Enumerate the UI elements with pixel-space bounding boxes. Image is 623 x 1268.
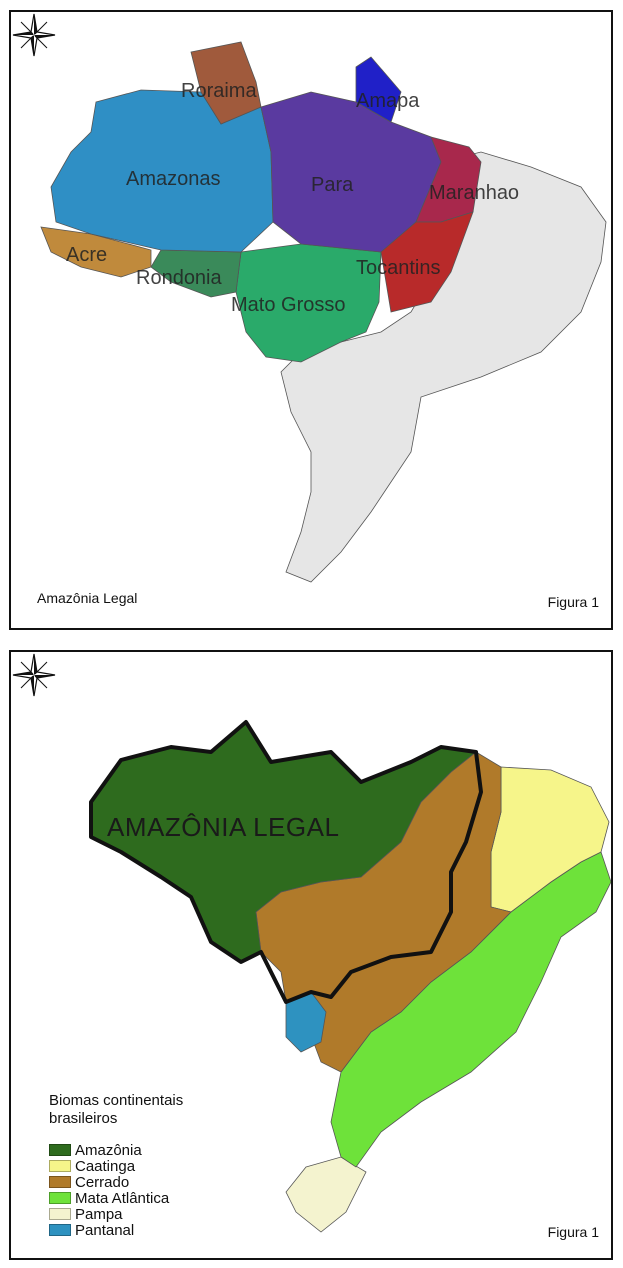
figure-label: Figura 1: [547, 594, 599, 610]
state-label-acre: Acre: [66, 244, 108, 266]
state-label-para: Para: [311, 174, 354, 196]
state-label-amapa: Amapa: [356, 90, 420, 112]
legend-label: Cerrado: [75, 1173, 130, 1191]
compass-rose-icon: [12, 653, 56, 697]
biome-pampa: [285, 1156, 367, 1233]
legend-label: Caatinga: [75, 1157, 136, 1175]
state-label-rondonia: Rondonia: [136, 267, 222, 289]
figure-label: Figura 1: [547, 1224, 599, 1240]
amazonia-legal-map-panel: Roraima Amapa Amazonas Para Maranhao Acr…: [9, 10, 613, 630]
legend-item-caatinga: Caatinga: [49, 1157, 169, 1175]
biomes-map: [89, 720, 611, 1233]
amazonia-legal-map: [40, 41, 607, 583]
state-label-tocantins: Tocantins: [356, 257, 441, 279]
legend-swatch: [49, 1160, 71, 1172]
legend-swatch: [49, 1208, 71, 1220]
legend-label: Pampa: [75, 1205, 123, 1223]
state-label-maranhao: Maranhao: [429, 182, 520, 204]
compass-rose-icon: [12, 13, 56, 57]
legend-label: Mata Atlântica: [75, 1189, 170, 1207]
legend-item-pantanal: Pantanal: [49, 1221, 169, 1239]
state-label-amazonas: Amazonas: [126, 168, 221, 190]
biome-legend: Amazônia Caatinga Cerrado Mata Atlântica…: [49, 1141, 170, 1239]
legend-label: Pantanal: [75, 1221, 135, 1239]
legend-item-mata-atlantica: Mata Atlântica: [49, 1189, 170, 1207]
legend-swatch: [49, 1192, 71, 1204]
map-title: Amazônia Legal: [37, 590, 138, 606]
state-amapa: [355, 56, 402, 123]
legend-label: Amazônia: [75, 1141, 142, 1159]
legend-swatch: [49, 1144, 71, 1156]
state-label-roraima: Roraima: [181, 80, 257, 102]
legend-swatch: [49, 1224, 71, 1236]
region-label-amazonia-legal: AMAZÔNIA LEGAL: [107, 812, 340, 842]
legend-swatch: [49, 1176, 71, 1188]
legend-title: Biomas continentais brasileiros: [49, 1092, 184, 1127]
state-label-mato-grosso: Mato Grosso: [231, 294, 346, 316]
state-tocantins: [380, 211, 474, 313]
legend-item-pampa: Pampa: [49, 1205, 169, 1223]
biomes-map-panel: AMAZÔNIA LEGAL Biomas continentais brasi…: [9, 650, 613, 1260]
legend-item-amazonia: Amazônia: [49, 1141, 169, 1159]
legend-item-cerrado: Cerrado: [49, 1173, 169, 1191]
amazonia-legal-boundary: [89, 720, 483, 1004]
